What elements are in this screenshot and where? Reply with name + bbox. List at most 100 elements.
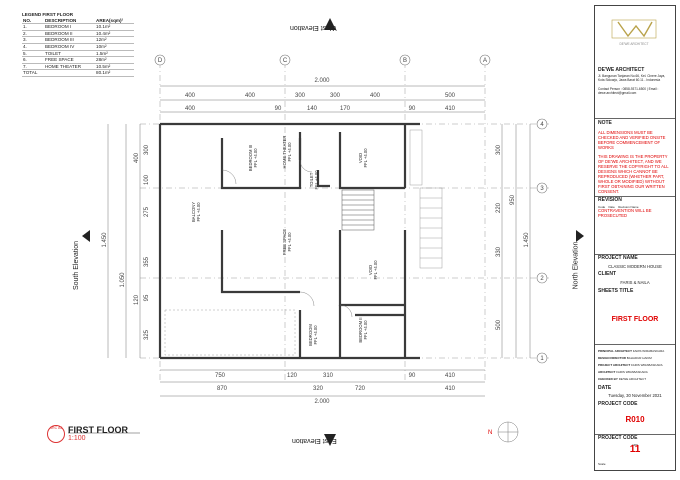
dim-bottom2: 310 (323, 373, 334, 379)
svg-text:BEDROOM IIIFFL +4.00: BEDROOM IIIFFL +4.00 (248, 145, 258, 171)
room-ffl: FFL +4.00 (363, 320, 368, 340)
dim-left-total: 1.450 (102, 232, 108, 248)
legend-cell: TOILET (43, 50, 96, 58)
dim-top: 400 (245, 93, 256, 99)
firm-logo: DE'WE ARCHITECT (598, 16, 672, 56)
room-ffl: FFL +4.00 (314, 170, 319, 190)
revision-title: REVISION (598, 197, 622, 203)
dim-top2: 140 (307, 106, 318, 112)
legend-cell: BEDROOM II (43, 30, 96, 38)
room-ffl: FFL +4.00 (253, 148, 258, 168)
roles-list: PRINCIPAL ARCHITECT FARIS WIRABASKARA DE… (598, 348, 672, 383)
south-elevation-arrow (82, 230, 90, 242)
svg-text:BEDROOM IIFFL +4.00: BEDROOM IIFFL +4.00 (358, 317, 368, 342)
legend-total-value: 80.1m² (95, 69, 134, 77)
client-name: FARIS & NAILA (620, 280, 650, 285)
dim-bottom-total: 2.000 (314, 399, 330, 405)
project-name: CLASSIC MODERN HOUSE (608, 264, 662, 269)
firm-address: Jl. Bangunan Tanjaran No.66, Kel. Cinere… (598, 74, 666, 82)
room-name: HOME THEATER (282, 136, 287, 169)
dim-top: 400 (370, 93, 381, 99)
top-dimensions: 2.000 400 400 300 300 400 500 400 90 140… (185, 78, 456, 112)
dim-left: 325 (144, 329, 150, 340)
grid-label-d: D (158, 58, 163, 64)
staircase (341, 189, 375, 231)
walls (158, 122, 420, 360)
legend-cell: 2. (22, 30, 44, 38)
legend-header-description: DESCRIPTION (43, 17, 96, 25)
project-code-label-2: PROJECT CODE (598, 435, 638, 441)
room-ffl: FFL +4.00 (196, 202, 201, 222)
legend-cell: 3. (22, 36, 44, 44)
east-elevation-arrow (324, 434, 336, 446)
dim-right: 330 (496, 246, 502, 257)
room-name: BEDROOM II (358, 317, 363, 342)
note-dimensions: ALL DIMENSIONS MUST BE CHECKED AND VERIF… (598, 130, 666, 150)
dim-top2: 170 (340, 106, 351, 112)
legend-cell: 6. (22, 56, 44, 64)
room-name: BEDROOM III (248, 145, 253, 171)
room-ffl: FFL +4.00 (373, 260, 378, 280)
revision-columns: Code Date Revision Name (598, 205, 672, 210)
note-copyright: THIS DRAWING IS THE PROPERTY OF DE'WE AR… (598, 154, 669, 194)
project-code: R010 (625, 415, 645, 424)
legend-cell: 1. (22, 23, 44, 31)
drawing-title: FIRST FLOOR (68, 425, 128, 435)
dim-top: 500 (445, 93, 456, 99)
north-label: N (488, 430, 492, 436)
dim-left: 95 (144, 294, 150, 301)
legend-cell: 10.1m² (95, 23, 134, 31)
right-dimensions: 300 220 330 500 950 1.450 (496, 144, 530, 330)
dim-bottom: 720 (355, 386, 366, 392)
title-block: DE'WE ARCHITECT DE'WE ARCHITECT Jl. Bang… (594, 5, 676, 471)
sheet-no-small: ARS (631, 443, 639, 447)
svg-text:TOILETFFL +4.00: TOILETFFL +4.00 (309, 170, 319, 190)
client-label: CLIENT (598, 271, 617, 277)
grid-label-b: B (403, 58, 407, 64)
room-name: BALCONY (191, 202, 196, 222)
firm-name: DE'WE ARCHITECT (598, 67, 645, 73)
dim-top: 300 (330, 93, 341, 99)
dim-top-total: 2.000 (314, 78, 330, 84)
legend-cell: 28m² (95, 56, 134, 64)
dim-right: 220 (496, 202, 502, 213)
west-elevation-arrow (324, 18, 336, 30)
role-row: PROJECT ARCHITECT FARIS WIRABASKARA (598, 363, 663, 367)
legend-cell: 10.5m² (95, 63, 134, 71)
svg-text:FREE SPACEFFL +4.00: FREE SPACEFFL +4.00 (282, 229, 292, 255)
room-name: VOID (368, 265, 373, 275)
dim-top2: 400 (185, 106, 196, 112)
legend-table: LEGEND FIRST FLOOR NO. DESCRIPTION AREA(… (22, 12, 134, 77)
dim-left2: 100 (144, 174, 150, 185)
footer-scale: Scale (598, 462, 606, 466)
note-prosecution: CONTRAVENTION WILL BE PROSECUTED (598, 208, 652, 218)
grid-bubbles (154, 54, 548, 364)
firm-contact: Contact Person : 0858-9371-6500 | Email … (598, 87, 659, 95)
dim-left: 275 (144, 206, 150, 217)
revision-col: Code (598, 205, 606, 209)
dim-right2: 300 (496, 144, 502, 155)
logo-text: DE'WE ARCHITECT (619, 42, 648, 46)
sheet-title-label: SHEETS TITLE (598, 288, 634, 294)
grid-label-c: C (283, 58, 288, 64)
dim-left: 400 (134, 152, 140, 163)
room-name: VOID (358, 153, 363, 163)
room-ffl: FFL +4.00 (363, 148, 368, 168)
role-row: CHECKED BY DE'WE ARCHITECT (598, 377, 647, 381)
revision-col: Date (608, 205, 615, 209)
dim-left2: 300 (144, 144, 150, 155)
door-swings (221, 159, 353, 318)
dim-bottom: 870 (217, 386, 228, 392)
dim-bottom2: 750 (215, 373, 226, 379)
dim-top: 400 (185, 93, 196, 99)
legend-cell: 7. (22, 63, 44, 71)
terrace-steps (164, 129, 443, 356)
svg-text:HOME THEATERFFL +4.00: HOME THEATERFFL +4.00 (282, 136, 292, 169)
dim-left-sub: 1.050 (120, 272, 126, 288)
